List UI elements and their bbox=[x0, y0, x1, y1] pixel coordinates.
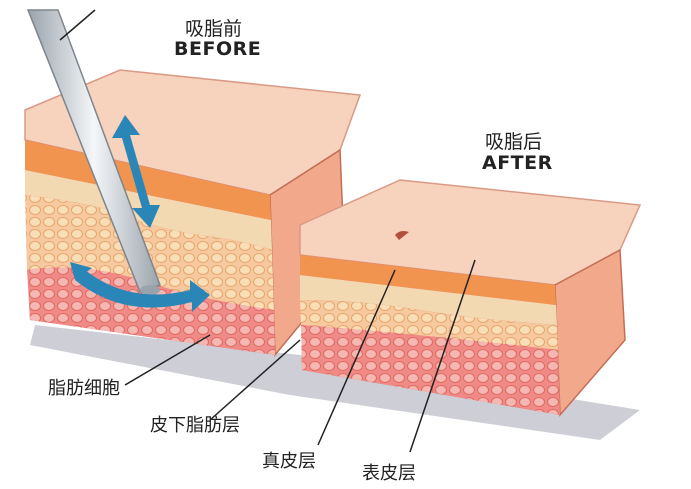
label-subcutaneous-fat: 皮下脂肪层 bbox=[150, 415, 240, 436]
after-skin-block bbox=[299, 179, 642, 417]
after-title-en: AFTER bbox=[482, 152, 553, 174]
after-fat-layer bbox=[300, 300, 558, 350]
leader-lines bbox=[59, 9, 476, 453]
before-title-en: BEFORE bbox=[174, 38, 262, 60]
before-fat-layer bbox=[25, 195, 274, 310]
after-dermis-band bbox=[300, 255, 556, 305]
after-incision bbox=[395, 231, 409, 240]
after-dermis bbox=[300, 275, 557, 325]
label-fat-cells: 脂肪细胞 bbox=[48, 378, 120, 399]
label-dermis: 真皮层 bbox=[262, 451, 316, 472]
shadow bbox=[30, 325, 640, 440]
after-title-cn: 吸脂后 bbox=[485, 131, 543, 153]
label-epidermis: 表皮层 bbox=[362, 463, 416, 484]
cannula-icon bbox=[26, 9, 161, 295]
after-deep-layer bbox=[301, 325, 560, 415]
motion-arrows-icon bbox=[70, 115, 210, 312]
before-title-cn: 吸脂前 bbox=[185, 18, 243, 40]
before-dermis-band bbox=[25, 140, 271, 220]
